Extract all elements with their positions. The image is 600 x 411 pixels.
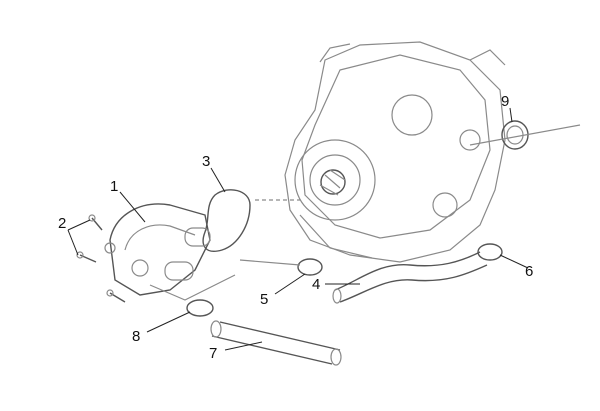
part-8-clamp xyxy=(186,299,214,317)
callout-9: 9 xyxy=(501,93,509,110)
leader-lines xyxy=(67,107,529,351)
callout-1: 1 xyxy=(110,178,118,195)
part-7-hose xyxy=(210,320,342,366)
part-3-gasket xyxy=(202,189,300,252)
callout-6: 6 xyxy=(525,263,533,280)
part-2-bolts xyxy=(76,214,126,303)
callout-5: 5 xyxy=(260,291,268,308)
part-9-seal xyxy=(469,120,581,150)
callout-8: 8 xyxy=(132,328,140,345)
part-1-pump-cover xyxy=(104,203,236,301)
engine-crankcase xyxy=(284,41,506,263)
callout-4: 4 xyxy=(312,276,320,293)
part-6-clamp xyxy=(477,243,503,261)
callout-2: 2 xyxy=(58,215,66,232)
callout-7: 7 xyxy=(209,345,217,362)
part-5-clamp xyxy=(239,258,323,276)
callout-3: 3 xyxy=(202,153,210,170)
part-4-hose xyxy=(332,251,488,304)
